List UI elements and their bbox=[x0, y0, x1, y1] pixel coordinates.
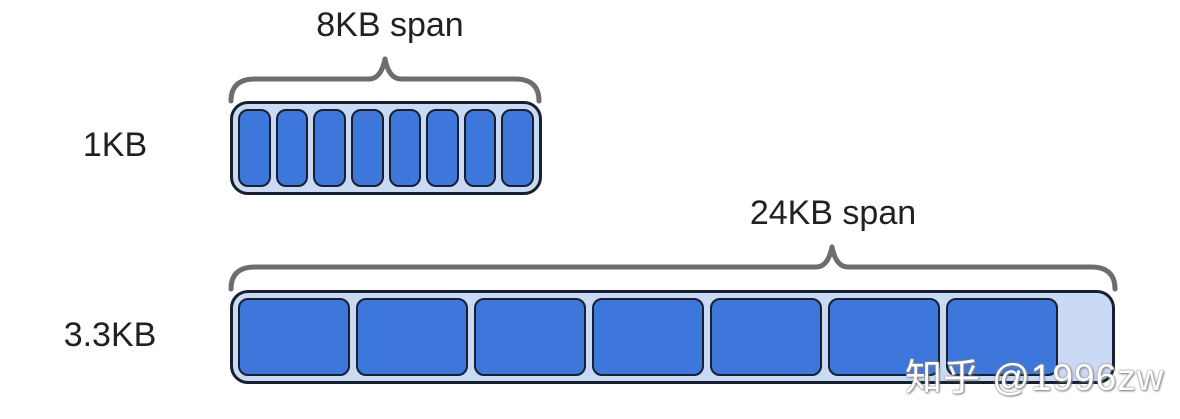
memory-block bbox=[275, 109, 309, 187]
memory-block bbox=[238, 298, 350, 376]
span-container-24kb bbox=[230, 290, 1115, 384]
zhihu-watermark: 知乎 @1996zw bbox=[905, 357, 1165, 398]
brace-24kb bbox=[228, 244, 1118, 292]
object-size-label-3-3kb: 3.3KB bbox=[63, 316, 157, 354]
memory-block bbox=[426, 109, 459, 187]
memory-block bbox=[356, 298, 468, 376]
memory-block bbox=[592, 298, 704, 376]
span-container-8kb bbox=[230, 101, 542, 195]
memory-block bbox=[388, 109, 422, 187]
memory-block bbox=[946, 298, 1058, 376]
memory-block bbox=[463, 109, 497, 187]
memory-block bbox=[828, 298, 940, 376]
object-size-label-1kb: 1KB bbox=[82, 126, 148, 164]
memory-block bbox=[474, 298, 586, 376]
memory-block bbox=[350, 109, 384, 187]
span-size-label-8kb: 8KB span bbox=[316, 6, 464, 44]
memory-block bbox=[238, 109, 271, 187]
brace-8kb bbox=[228, 56, 542, 104]
memory-block bbox=[501, 109, 534, 187]
span-size-label-24kb: 24KB span bbox=[749, 194, 917, 232]
memory-block bbox=[710, 298, 822, 376]
memory-block bbox=[313, 109, 346, 187]
